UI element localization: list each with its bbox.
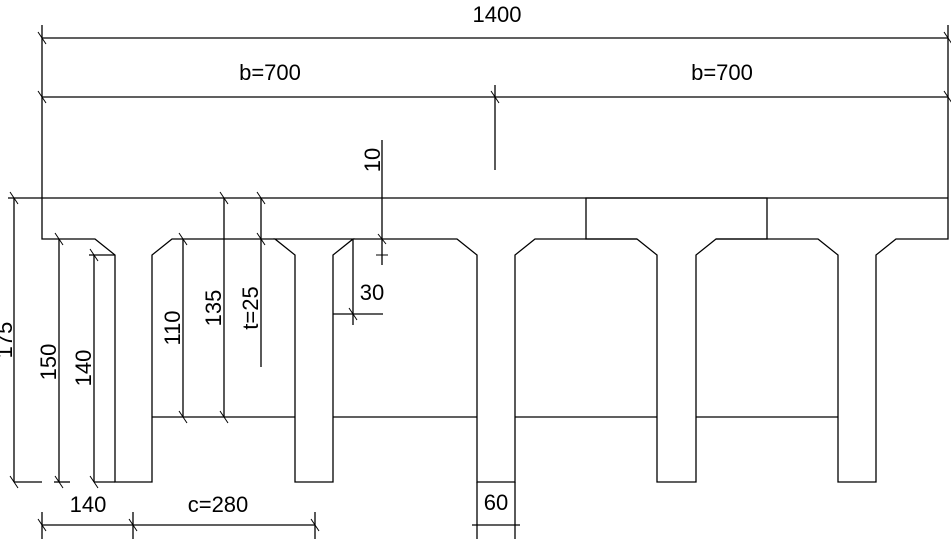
top-dimensions: 1400 b=700 b=700 bbox=[37, 2, 951, 198]
dim-rib-spacing: c=280 bbox=[188, 492, 249, 517]
dim-flange-right: b=700 bbox=[691, 60, 753, 85]
dim-rib-width: 60 bbox=[484, 490, 508, 515]
hatched-sections bbox=[273, 197, 768, 483]
dim-edge-width: 140 bbox=[70, 492, 107, 517]
dim-total-height: 175 bbox=[0, 322, 17, 359]
dim-total-width: 1400 bbox=[473, 2, 522, 27]
dim-top-thickness: 10 bbox=[360, 148, 385, 172]
bottom-dimensions: 140 c=280 60 bbox=[37, 482, 520, 539]
section-outline bbox=[8, 197, 949, 483]
dim-slab-thickness: t=25 bbox=[238, 286, 263, 329]
dim-height-135: 135 bbox=[201, 290, 226, 327]
fillet-dimensions: 10 30 bbox=[333, 140, 388, 325]
dim-height-110: 110 bbox=[160, 310, 185, 345]
dim-flange-left: b=700 bbox=[239, 60, 301, 85]
hatched-rib-left bbox=[273, 238, 355, 483]
hatched-rib-right bbox=[585, 197, 768, 483]
vertical-dimensions: 175 150 140 110 135 t=25 bbox=[0, 191, 266, 489]
dim-fillet: 30 bbox=[360, 280, 384, 305]
dim-height-140: 140 bbox=[71, 350, 96, 387]
dim-height-150: 150 bbox=[36, 344, 61, 381]
